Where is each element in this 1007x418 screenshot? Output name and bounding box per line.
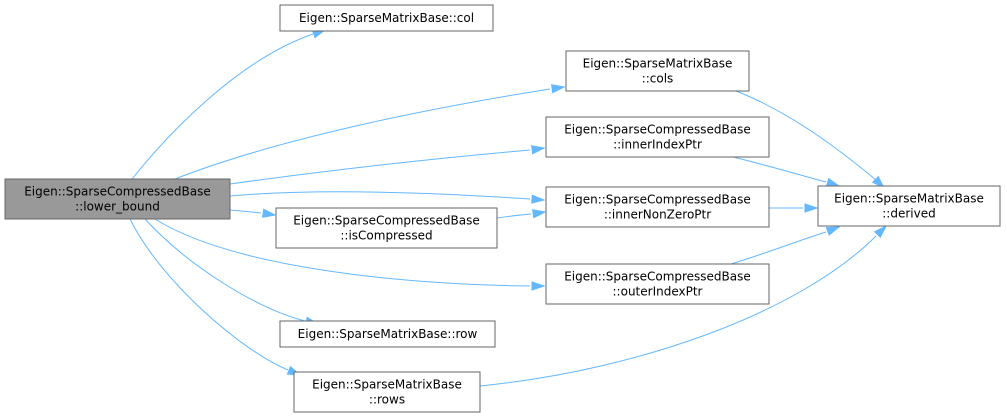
- node-label-line: Eigen::SparseCompressedBase: [293, 214, 480, 228]
- node-box: [545, 116, 770, 158]
- node-label-line: ::outerIndexPtr: [613, 285, 703, 299]
- node-box: [817, 185, 1001, 227]
- node-label-line: ::rows: [369, 393, 405, 407]
- edge-line: [496, 213, 532, 219]
- arrowhead-icon: [825, 226, 841, 236]
- root-node-box: [4, 178, 231, 220]
- edge-rows-to-derived: [479, 224, 888, 387]
- arrowhead-icon: [531, 194, 546, 204]
- edge-lower_bound-to-isCompressed: [229, 208, 277, 218]
- node-box: [293, 371, 481, 413]
- arrowhead-icon: [871, 175, 886, 190]
- node-box: [545, 263, 770, 305]
- node-outerIndexPtr[interactable]: Eigen::SparseCompressedBase::outerIndexP…: [545, 263, 770, 305]
- edge-line: [229, 191, 531, 200]
- node-isCompressed[interactable]: Eigen::SparseCompressedBase::isCompresse…: [275, 207, 498, 249]
- node-label-line: ::lower_bound: [75, 200, 160, 214]
- edge-lower_bound-to-outerIndexPtr: [154, 218, 546, 291]
- node-innerNonZeroPtr[interactable]: Eigen::SparseCompressedBase::innerNonZer…: [545, 186, 770, 228]
- node-label-line: Eigen::SparseMatrixBase: [583, 57, 733, 71]
- edge-line: [229, 209, 262, 214]
- node-label-line: Eigen::SparseMatrixBase::row: [298, 327, 478, 341]
- node-label-line: Eigen::SparseMatrixBase::col: [299, 11, 474, 25]
- arrowhead-icon: [532, 209, 547, 219]
- edge-lower_bound-to-col: [131, 29, 327, 180]
- edge-line: [730, 231, 827, 265]
- edge-lower_bound-to-cols: [174, 84, 566, 180]
- edge-innerNonZeroPtr-to-derived: [768, 203, 819, 213]
- edge-cols-to-derived: [735, 90, 886, 190]
- edge-line: [154, 218, 531, 287]
- edge-line: [732, 156, 827, 183]
- arrowhead-icon: [262, 208, 277, 218]
- node-box: [565, 50, 750, 92]
- node-label-line: Eigen::SparseCompressedBase: [24, 185, 211, 199]
- edge-line: [131, 33, 314, 180]
- edges-layer: [129, 29, 888, 387]
- node-rows[interactable]: Eigen::SparseMatrixBase::rows: [293, 371, 481, 413]
- node-row[interactable]: Eigen::SparseMatrixBase::row: [279, 320, 496, 348]
- node-box: [275, 207, 498, 249]
- node-label-line: Eigen::SparseMatrixBase: [834, 192, 984, 206]
- node-box: [545, 186, 770, 228]
- node-label-line: Eigen::SparseCompressedBase: [564, 270, 751, 284]
- edge-innerIndexPtr-to-derived: [732, 156, 841, 187]
- arrowhead-icon: [551, 84, 566, 94]
- edge-isCompressed-to-innerNonZeroPtr: [496, 209, 547, 219]
- node-derived[interactable]: Eigen::SparseMatrixBase::derived: [817, 185, 1001, 227]
- node-label-line: ::isCompressed: [340, 229, 432, 243]
- node-lower_bound[interactable]: Eigen::SparseCompressedBase::lower_bound: [4, 178, 231, 220]
- edge-lower_bound-to-innerIndexPtr: [229, 145, 546, 185]
- nodes-layer: Eigen::SparseCompressedBase::lower_bound…: [4, 4, 1001, 413]
- node-box: [279, 320, 496, 348]
- node-label-line: Eigen::SparseMatrixBase: [312, 378, 462, 392]
- arrowhead-icon: [531, 145, 546, 155]
- edge-outerIndexPtr-to-derived: [730, 226, 841, 265]
- edge-line: [174, 88, 551, 180]
- edge-lower_bound-to-innerNonZeroPtr: [229, 191, 546, 204]
- arrowhead-icon: [804, 203, 819, 213]
- node-label-line: ::cols: [642, 72, 674, 86]
- node-label-line: ::innerNonZeroPtr: [604, 208, 711, 222]
- node-col[interactable]: Eigen::SparseMatrixBase::col: [279, 4, 494, 32]
- arrowhead-icon: [531, 281, 546, 291]
- edge-line: [229, 149, 531, 185]
- node-cols[interactable]: Eigen::SparseMatrixBase::cols: [565, 50, 750, 92]
- edge-line: [735, 90, 877, 181]
- node-box: [279, 4, 494, 32]
- node-label-line: ::innerIndexPtr: [613, 138, 702, 152]
- edge-lower_bound-to-rows: [129, 218, 302, 376]
- arrowhead-icon: [825, 177, 841, 187]
- edge-line: [129, 218, 289, 371]
- node-label-line: ::derived: [882, 207, 935, 221]
- edge-line: [479, 235, 877, 387]
- node-label-line: Eigen::SparseCompressedBase: [564, 123, 751, 137]
- node-innerIndexPtr[interactable]: Eigen::SparseCompressedBase::innerIndexP…: [545, 116, 770, 158]
- edge-line: [144, 218, 306, 322]
- node-label-line: Eigen::SparseCompressedBase: [564, 193, 751, 207]
- arrowhead-icon: [873, 224, 888, 239]
